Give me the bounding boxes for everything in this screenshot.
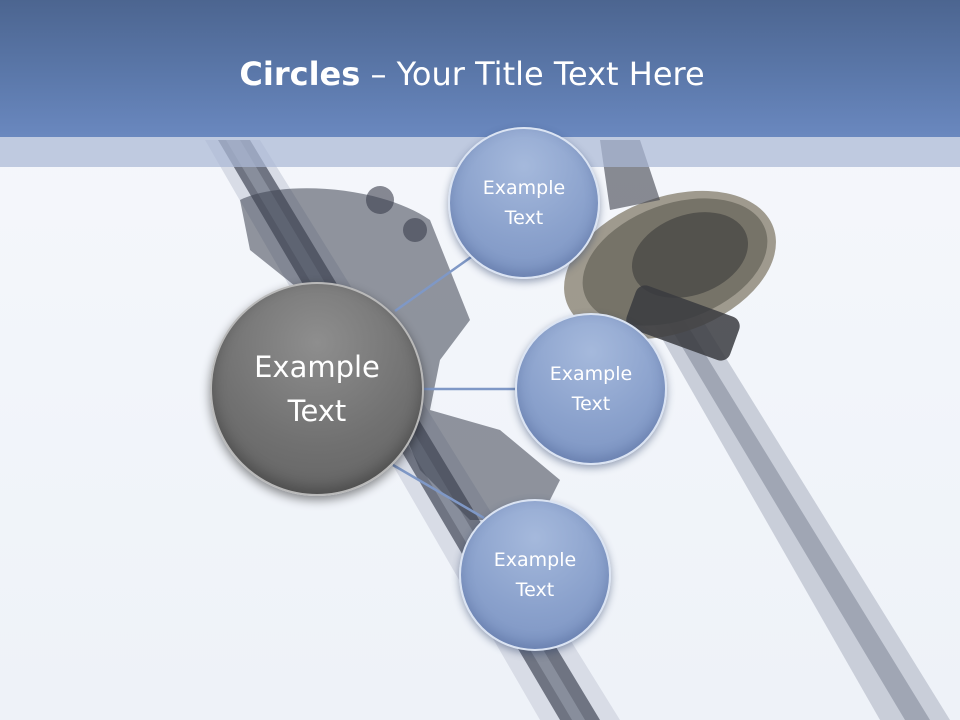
slide-title: Circles – Your Title Text Here bbox=[0, 52, 944, 96]
connector-to-satellite-1 bbox=[394, 253, 475, 313]
satellite-circle-2[interactable]: Example Text bbox=[515, 313, 667, 465]
connector-to-satellite-3 bbox=[392, 463, 485, 520]
title-text: – Your Title Text Here bbox=[360, 55, 705, 93]
center-circle[interactable]: Example Text bbox=[210, 282, 424, 496]
satellite-circle-label: Example Text bbox=[493, 549, 577, 601]
title-keyword: Circles bbox=[239, 55, 361, 93]
satellite-circle-1[interactable]: Example Text bbox=[448, 127, 600, 279]
satellite-circle-label: Example Text bbox=[549, 363, 633, 415]
satellite-circle-label: Example Text bbox=[482, 177, 566, 229]
title-bar bbox=[0, 0, 960, 137]
satellite-circle-3[interactable]: Example Text bbox=[459, 499, 611, 651]
center-circle-label: Example Text bbox=[254, 350, 380, 428]
